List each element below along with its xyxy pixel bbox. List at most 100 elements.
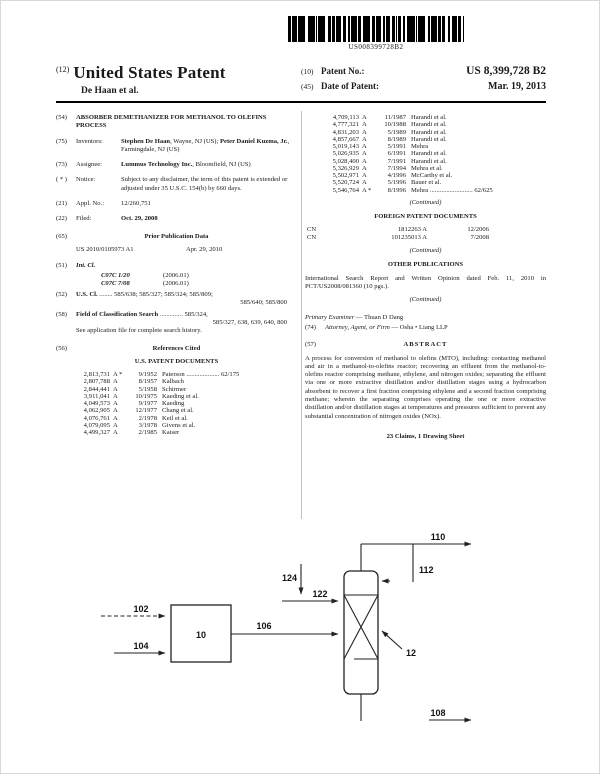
column-packing-diagonal — [343, 594, 379, 660]
abstract-heading: (57) ABSTRACT — [305, 341, 546, 349]
search-note: See application file for complete search… — [76, 327, 202, 335]
prior-pub-date: Apr. 29, 2010 — [186, 245, 223, 253]
prior-pub-tag: (65) — [56, 232, 67, 240]
field-line1: .............. 585/324, — [159, 310, 208, 318]
header-left: (12) United States Patent De Haan et al. — [56, 63, 306, 96]
filed-label: Filed: — [76, 215, 92, 223]
stream-label-102: 102 — [133, 604, 148, 614]
stream-label-124: 124 — [282, 573, 297, 583]
inventor-1-loc: , Wayne, NJ (US); — [170, 137, 219, 145]
examiner-line: Primary Examiner — Thuan D Dang — [305, 314, 546, 322]
foreign-heading: FOREIGN PATENT DOCUMENTS — [305, 213, 546, 221]
inventors-label: Inventors: — [76, 137, 103, 145]
uscl-line1: ........ 585/638; 585/327; 585/324; 585/… — [99, 291, 213, 299]
field-tag: (58) — [56, 310, 67, 318]
refs-cited-heading: (56) References Cited — [56, 345, 297, 353]
page-title: United States Patent — [73, 63, 226, 82]
uscl-tag: (52) — [56, 291, 67, 299]
assignee-tag: (73) — [56, 161, 67, 169]
notice-label: Notice: — [76, 176, 96, 184]
other-pub-title: OTHER PUBLICATIONS — [387, 261, 464, 269]
prior-pub-heading: (65) Prior Publication Data — [56, 233, 297, 241]
examiner-value: — Thuan D Dang — [354, 313, 404, 321]
uspat-heading: U.S. PATENT DOCUMENTS — [56, 358, 297, 366]
invention-title-item: (54) ABSORBER DEMETHANIZER FOR METHANOL … — [56, 114, 297, 131]
intcl-ver-2: (2006.01) — [163, 279, 189, 287]
intcl-tag: (51) — [56, 262, 67, 270]
inventor-2-loc: , Farmingdale, NJ (US) — [121, 137, 290, 153]
assignee-name: Lummus Technology Inc. — [121, 161, 193, 169]
inventors-tag: (75) — [56, 137, 67, 145]
patent-number-row: (10) Patent No.: US 8,399,728 B2 — [301, 65, 546, 77]
stream-label-106: 106 — [256, 621, 271, 631]
intcl-code-1: C07C 1/20 — [101, 271, 130, 279]
appl-value: 12/260,751 — [121, 200, 151, 208]
title-tag: (54) — [56, 114, 67, 121]
intcl-item: (51) Int. Cl. — [56, 262, 297, 270]
abstract-title: ABSTRACT — [403, 341, 448, 349]
field-item: (58) Field of Classification Search ....… — [56, 311, 297, 319]
field-line2: 585/327, 638, 639, 640, 800 — [212, 319, 287, 327]
uscl-line2: 585/640; 585/800 — [240, 299, 287, 307]
header-divider — [56, 101, 546, 103]
intcl-code-row: C07C 7/08 (2006.01) — [101, 280, 297, 288]
inventor-1-name: Stephen De Haan — [121, 137, 171, 145]
prior-pub-title: Prior Publication Data — [144, 232, 209, 240]
patent-date-row: (45) Date of Patent: Mar. 19, 2013 — [301, 81, 546, 92]
column-leader-line — [381, 630, 403, 650]
patent-date-value: Mar. 19, 2013 — [488, 81, 546, 92]
figure-drawing: 10 102 104 106 124 122 12 110 112 108 — [101, 532, 472, 723]
patent-date-label: Date of Patent: — [321, 81, 379, 91]
filed-tag: (22) — [56, 215, 67, 223]
barcode-number: US008399728B2 — [348, 43, 404, 51]
refs-tag: (56) — [56, 344, 67, 352]
stream-label-112: 112 — [419, 565, 434, 575]
barcode — [288, 16, 464, 42]
absorber-column — [343, 570, 379, 695]
stream-label-104: 104 — [133, 641, 148, 651]
inventor-2-name: Peter Daniel Kuzma, Jr. — [220, 137, 288, 145]
other-pub-heading: OTHER PUBLICATIONS — [305, 261, 546, 269]
abstract-text: A process for conversion of methanol to … — [305, 354, 546, 420]
assignee-label: Assignee: — [76, 161, 103, 169]
filed-value: Oct. 29, 2008 — [121, 215, 158, 223]
assignee-item: (73) Assignee: Lummus Technology Inc., B… — [56, 161, 297, 169]
attorney-text: Attorney, Agent, or Firm — Osha • Liang … — [325, 324, 448, 332]
notice-text: Subject to any disclaimer, the term of t… — [121, 176, 288, 192]
intcl-label: Int. Cl. — [76, 262, 96, 270]
reactor-block — [170, 604, 232, 663]
examiner-label: Primary Examiner — [305, 313, 355, 321]
uscl-text: U.S. Cl. ........ 585/638; 585/327; 585/… — [76, 291, 297, 299]
notice-item: ( * ) Notice: Subject to any disclaimer,… — [56, 176, 297, 193]
claims-line: 23 Claims, 1 Drawing Sheet — [386, 432, 465, 440]
stream-label-122: 122 — [312, 589, 327, 599]
filed-item: (22) Filed: Oct. 29, 2008 — [56, 215, 297, 223]
patent-no-tag: (10) — [301, 67, 314, 76]
uscl-label: U.S. Cl. — [76, 291, 98, 299]
column-divider — [301, 111, 302, 519]
field-label: Field of Classification Search — [76, 310, 159, 318]
patent-no-label: Patent No.: — [321, 66, 365, 76]
other-pub-text: International Search Report and Written … — [305, 274, 546, 291]
stream-label-110: 110 — [431, 532, 446, 542]
prior-pub-value: US 2010/0105973 A1 — [76, 245, 134, 253]
refs-title: References Cited — [152, 344, 201, 352]
appl-label: Appl. No.: — [76, 200, 105, 208]
